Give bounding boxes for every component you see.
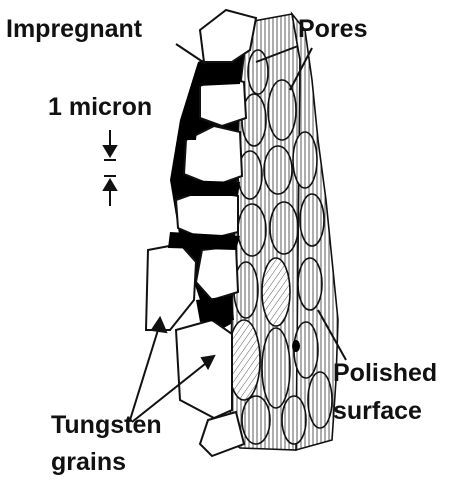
- impregnant-label: Impregnant: [6, 14, 142, 44]
- tungsten-grains-label-line2: grains: [51, 447, 126, 477]
- pores-label: Pores: [298, 14, 367, 44]
- tungsten-grains-label-line1: Tungsten: [51, 410, 162, 440]
- scale-bar: [104, 130, 116, 206]
- scale-bar-label: 1 micron: [48, 92, 152, 122]
- polished-surface-grains: [228, 14, 338, 450]
- polished-surface-label-line2: surface: [333, 396, 422, 426]
- polished-surface-label-line1: Polished: [333, 358, 437, 388]
